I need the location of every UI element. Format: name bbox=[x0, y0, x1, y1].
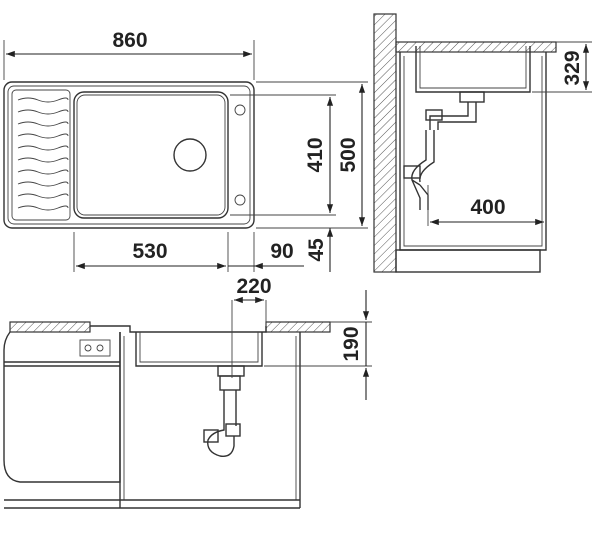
bowl-width-label: 530 bbox=[132, 240, 167, 263]
drainer-area bbox=[11, 89, 71, 221]
top-view: 860 500 410 530 90 45 bbox=[3, 29, 368, 272]
sink-bowl-front bbox=[135, 332, 263, 367]
cabinet-side bbox=[399, 52, 547, 251]
depth-label: 329 bbox=[561, 50, 584, 85]
drain-outlet-side bbox=[459, 91, 485, 103]
appliance-front bbox=[3, 331, 121, 483]
offset-label: 90 bbox=[270, 240, 293, 263]
worktop-side bbox=[395, 41, 557, 53]
worktop-left bbox=[9, 321, 91, 333]
tap-hole-icon bbox=[234, 104, 246, 116]
plinth-side bbox=[395, 249, 541, 273]
appliance-control-icon bbox=[79, 339, 111, 357]
drain-outlet-front bbox=[217, 365, 245, 377]
drain-hole bbox=[173, 138, 207, 172]
bowl bbox=[73, 91, 229, 219]
drainer-grooves bbox=[17, 97, 69, 211]
overflow-hole-icon bbox=[234, 194, 246, 206]
bowl-inner bbox=[76, 94, 226, 216]
trap-side bbox=[403, 102, 477, 210]
trap-front bbox=[203, 375, 241, 457]
cabinet-front bbox=[119, 332, 301, 508]
sink-outline-inner bbox=[7, 85, 251, 225]
side-view: 329 400 bbox=[373, 13, 592, 273]
edge-label: 45 bbox=[305, 238, 328, 262]
drain-offset-label: 400 bbox=[470, 196, 505, 219]
front-drain-offset-label: 220 bbox=[236, 275, 271, 298]
front-depth-label: 190 bbox=[340, 326, 363, 361]
sink-bowl-side bbox=[415, 46, 531, 93]
width-label: 860 bbox=[112, 29, 147, 52]
bowl-height-label: 410 bbox=[304, 137, 327, 172]
worktop-right bbox=[265, 321, 331, 333]
front-view: 220 190 bbox=[3, 275, 372, 509]
wall bbox=[373, 13, 397, 273]
sink-outline bbox=[3, 81, 255, 229]
height-label: 500 bbox=[337, 137, 360, 172]
